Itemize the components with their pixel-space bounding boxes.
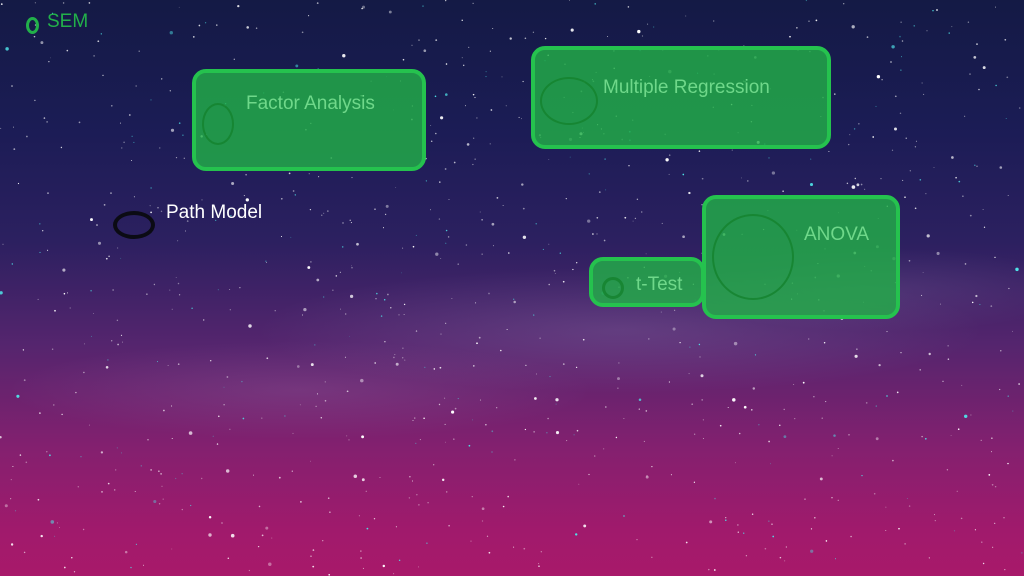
anova-ring [712,214,794,300]
factor-analysis-ring [202,103,234,145]
path-model-marker-icon [113,211,155,239]
sem-marker-icon [26,17,39,34]
anova-node[interactable]: ANOVA [702,195,900,319]
t-test-label: t-Test [636,274,683,295]
path-model-label: Path Model [166,202,263,223]
multiple-regression-node[interactable]: Multiple Regression [531,46,831,149]
factor-analysis-label: Factor Analysis [246,93,375,114]
sem-label: SEM [47,11,89,32]
t-test-node[interactable]: t-Test [589,257,705,307]
factor-analysis-node[interactable]: Factor Analysis [192,69,426,171]
multiple-regression-ring [540,77,598,125]
multiple-regression-label: Multiple Regression [603,77,770,98]
anova-label: ANOVA [804,224,870,245]
t-test-ring [602,277,624,299]
